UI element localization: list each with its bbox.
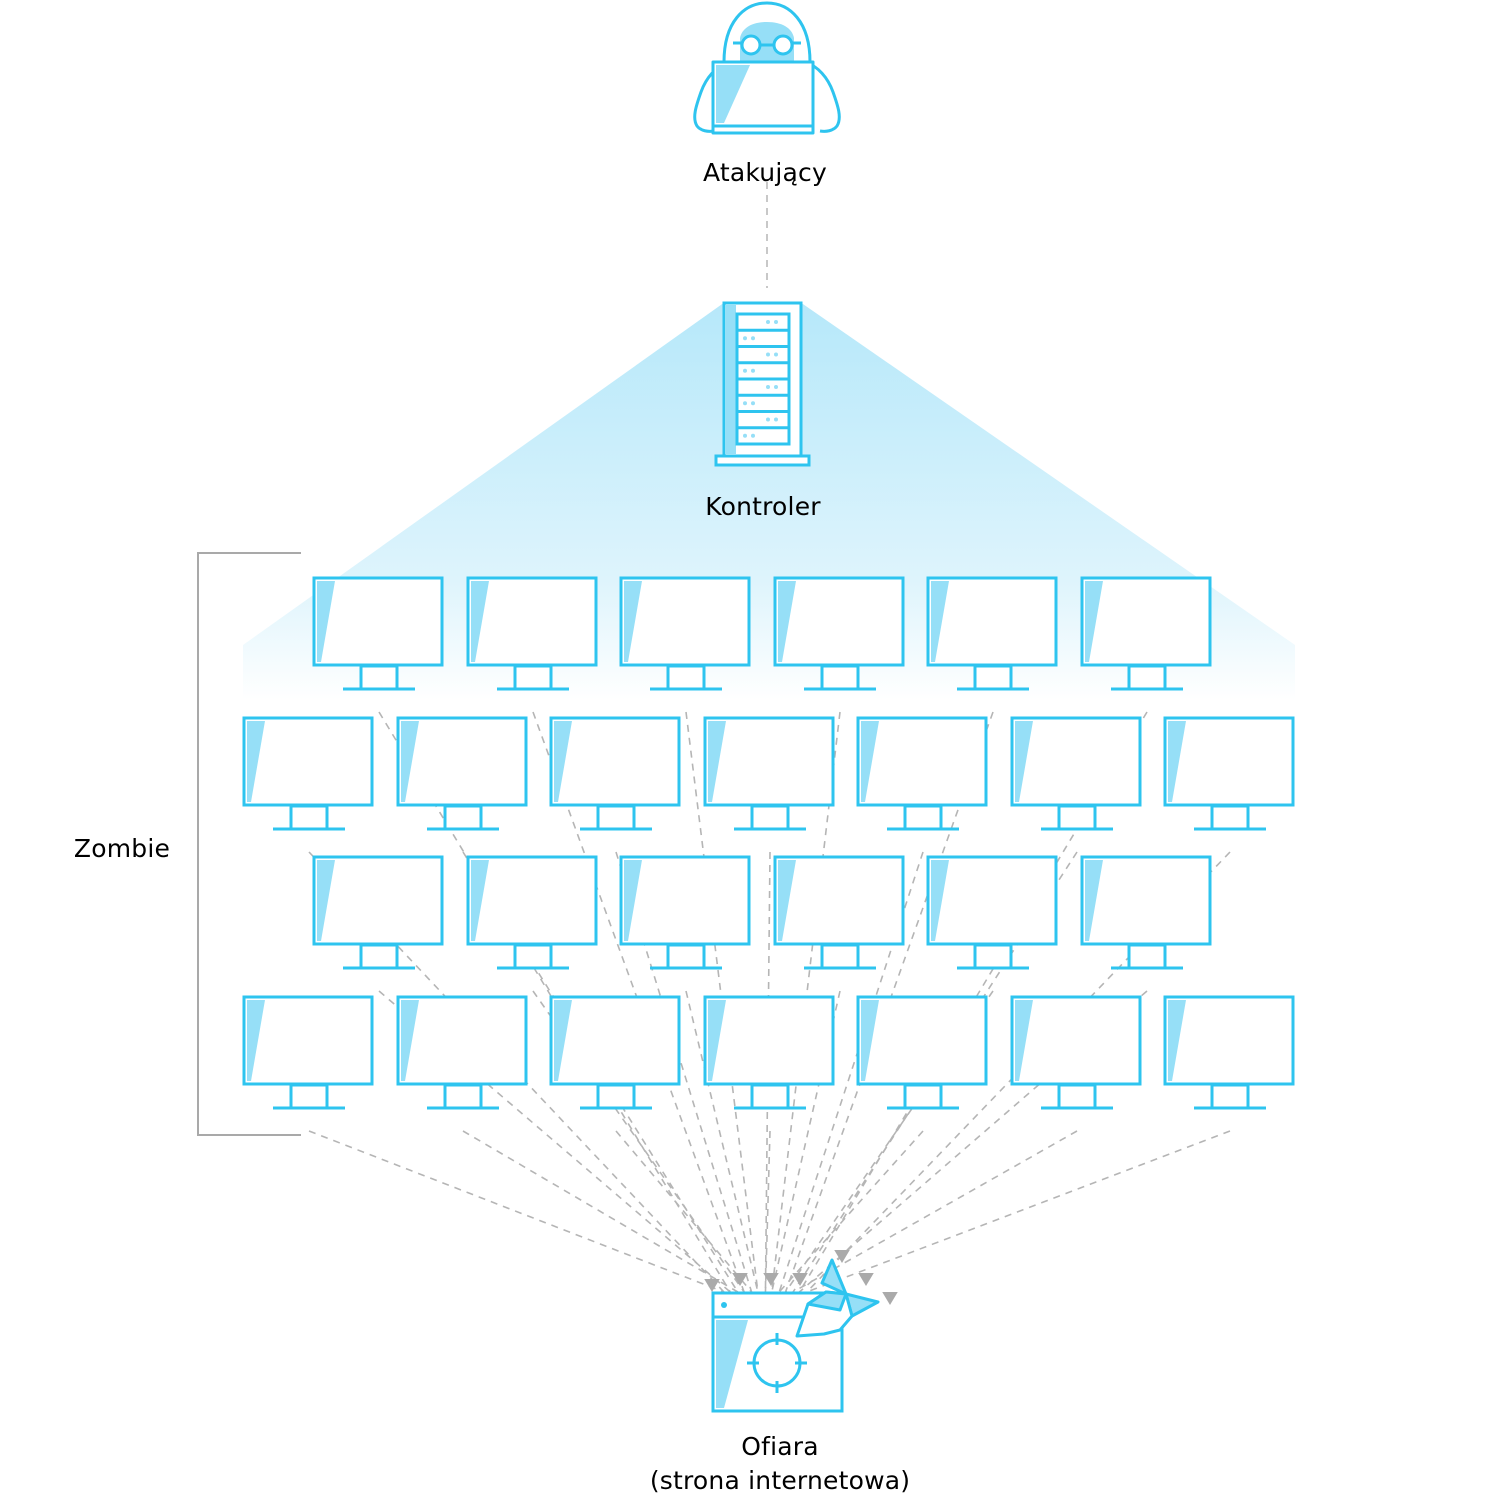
zombie-monitor-icon [242, 995, 374, 1110]
controller-label: Kontroler [705, 492, 821, 521]
impact-arrowhead [882, 1292, 898, 1305]
impact-arrowhead [732, 1273, 748, 1286]
zombie-monitor-icon [703, 995, 835, 1110]
zombie-monitor-icon [466, 855, 598, 970]
attack-line [532, 990, 745, 1293]
attack-line [462, 1130, 739, 1293]
zombie-monitor-icon [619, 855, 751, 970]
zombie-monitor-icon [396, 716, 528, 831]
zombie-monitor-icon [619, 576, 751, 691]
zombie-monitor-icon [856, 995, 988, 1110]
zombie-monitors [242, 576, 1295, 1110]
rocket-icon [795, 1258, 880, 1338]
attack-line [764, 851, 771, 1293]
zombie-monitor-icon [242, 716, 374, 831]
attack-line [764, 1130, 771, 1293]
attack-line [784, 990, 994, 1293]
zombie-monitor-icon [1163, 995, 1295, 1110]
victim-label: Ofiara (strona internetowa) [590, 1430, 970, 1498]
zombie-monitor-icon [312, 576, 444, 691]
victim-label-line2: (strona internetowa) [649, 1466, 911, 1495]
zombie-monitor-icon [856, 716, 988, 831]
victim-label-line1: Ofiara [741, 1432, 819, 1461]
zombie-monitor-icon [549, 716, 681, 831]
zombie-label: Zombie [73, 834, 171, 863]
attack-line [778, 1130, 924, 1293]
impact-arrowhead [763, 1273, 779, 1286]
zombie-monitor-icon [1163, 716, 1295, 831]
controller-server-icon [714, 301, 811, 467]
attack-line [806, 1130, 1231, 1293]
attack-line [308, 1130, 725, 1293]
zombie-monitor-icon [466, 576, 598, 691]
zombie-monitor-icon [1080, 855, 1212, 970]
attack-line [798, 990, 1148, 1293]
attacker-label: Atakujący [703, 158, 827, 187]
impact-arrowhead [858, 1273, 874, 1286]
impact-arrowhead [792, 1273, 808, 1286]
zombie-monitor-icon [1010, 716, 1142, 831]
attack-line [615, 851, 753, 1293]
zombie-monitor-icon [396, 995, 528, 1110]
attacker-icon [693, 1, 841, 135]
zombie-monitor-icon [312, 855, 444, 970]
zombie-monitor-icon [1010, 995, 1142, 1110]
zombie-monitor-icon [1080, 576, 1212, 691]
zombie-monitor-icon [926, 576, 1058, 691]
attack-line [792, 1130, 1078, 1293]
attack-line [615, 1130, 753, 1293]
zombie-monitor-icon [773, 855, 905, 970]
zombie-bracket [197, 552, 301, 1136]
zombie-monitor-icon [703, 716, 835, 831]
zombie-monitor-icon [926, 855, 1058, 970]
zombie-monitor-icon [549, 995, 681, 1110]
zombie-monitor-icon [773, 576, 905, 691]
impact-arrowhead [834, 1250, 850, 1263]
attack-line [784, 711, 994, 1293]
impact-arrowhead [704, 1279, 720, 1292]
